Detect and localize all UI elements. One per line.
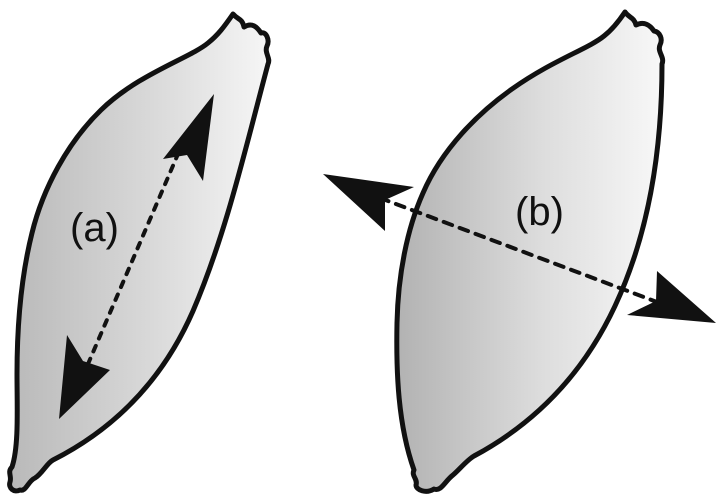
label-a: (a) [70,206,119,250]
label-b: (b) [515,190,564,234]
right-arrow-head-left [323,174,414,231]
right-spindle-shape [397,12,663,491]
left-spindle-shape [10,14,269,491]
